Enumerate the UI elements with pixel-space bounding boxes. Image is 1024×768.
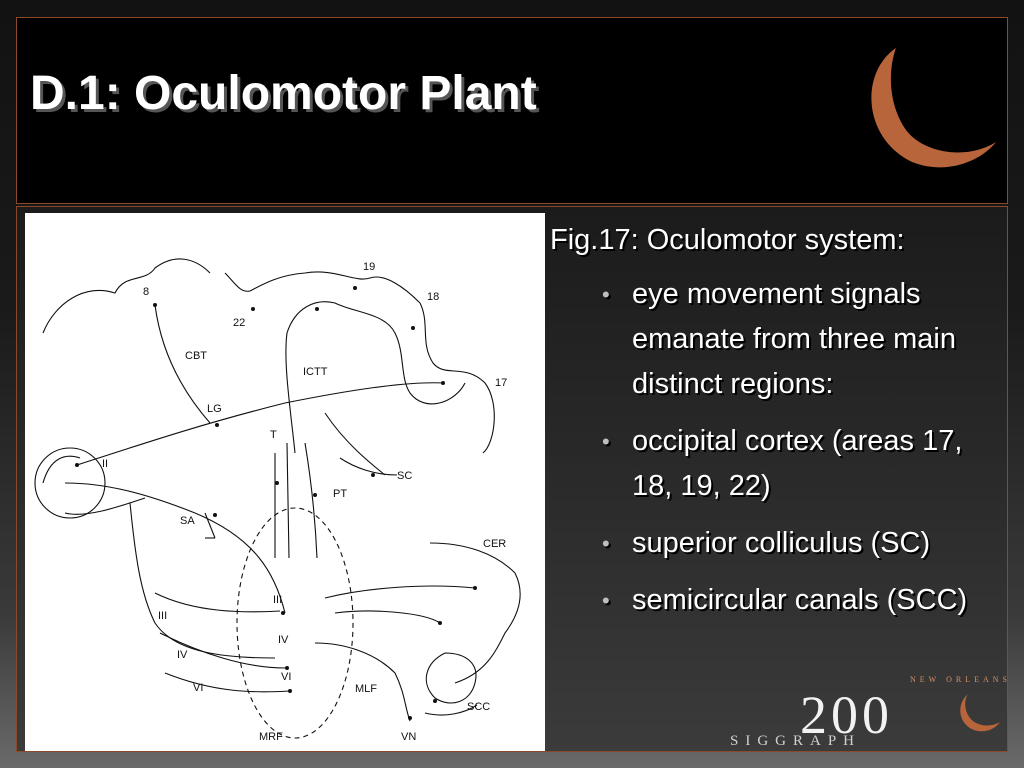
title-bar: [16, 17, 1008, 204]
logo-number: 200: [800, 685, 893, 745]
slide-title: D.1: Oculomotor Plant: [30, 67, 537, 120]
label-scc: SCC: [467, 701, 490, 713]
label-pt: PT: [333, 488, 347, 500]
label-nucleus-iii: III: [273, 594, 282, 606]
logo-crescent-icon: [960, 694, 1000, 732]
label-mrf: MRF: [259, 731, 283, 743]
label-cbt: CBT: [185, 350, 207, 362]
bullet-item: •semicircular canals (SCC): [600, 578, 995, 623]
label-nerve-iii: III: [158, 610, 167, 622]
label-mlf: MLF: [355, 683, 377, 695]
bullet-item: •superior colliculus (SC): [600, 521, 995, 566]
logo-city: NEW ORLEANS: [910, 675, 1011, 684]
logo-organization: SIGGRAPH: [730, 733, 862, 749]
bullet-item: •eye movement signals emanate from three…: [600, 272, 995, 407]
label-area-17: 17: [495, 377, 507, 389]
bullet-icon: •: [602, 588, 610, 613]
label-nerve-iv: IV: [177, 649, 188, 661]
label-cer: CER: [483, 538, 506, 550]
label-area-19: 19: [363, 261, 375, 273]
label-t: T: [270, 429, 277, 441]
label-ictt: ICTT: [303, 366, 328, 378]
label-sa: SA: [180, 515, 195, 527]
oculomotor-diagram: 8 19 18 22 17 CBT ICTT LG T II SC PT SA …: [25, 213, 545, 751]
label-lg: LG: [207, 403, 222, 415]
figure-caption: Fig.17: Oculomotor system:: [550, 224, 905, 256]
label-nucleus-vi: VI: [281, 671, 291, 683]
label-area-18: 18: [427, 291, 439, 303]
bullet-item: •occipital cortex (areas 17, 18, 19, 22): [600, 419, 995, 509]
bullet-icon: •: [602, 531, 610, 556]
crescent-moon-logo: [871, 48, 996, 168]
label-vn: VN: [401, 731, 416, 743]
label-area-22: 22: [233, 317, 245, 329]
label-area-8: 8: [143, 286, 149, 298]
label-sc: SC: [397, 470, 412, 482]
bullet-icon: •: [602, 429, 610, 454]
bullet-icon: •: [602, 282, 610, 307]
bullet-list: •eye movement signals emanate from three…: [600, 272, 995, 635]
label-nucleus-iv: IV: [278, 634, 289, 646]
label-nerve-vi: VI: [193, 682, 203, 694]
label-nerve-ii: II: [102, 458, 108, 470]
